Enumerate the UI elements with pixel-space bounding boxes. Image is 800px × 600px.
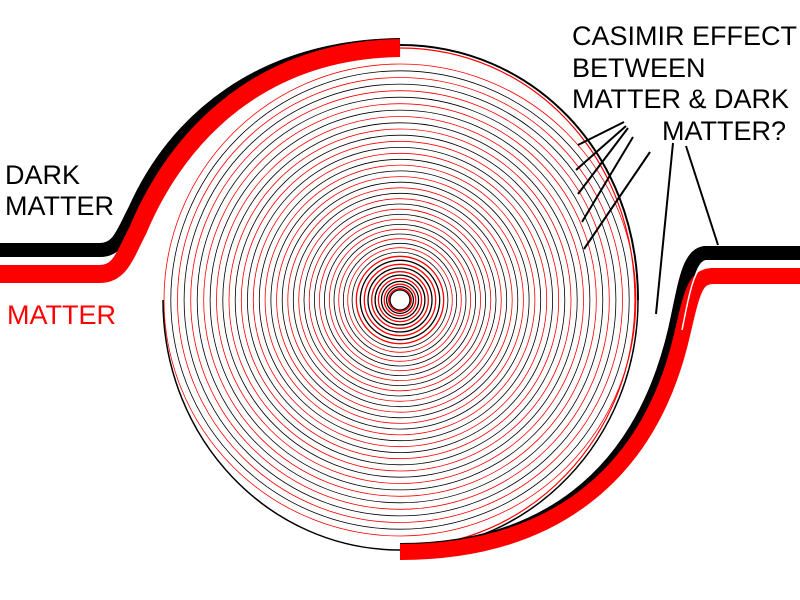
ring — [240, 140, 560, 460]
ring — [163, 63, 637, 537]
question-line4: MATTER? — [662, 116, 786, 146]
ring — [258, 158, 542, 442]
ring — [177, 77, 623, 523]
ring — [363, 263, 437, 337]
ring — [203, 103, 597, 497]
ring — [328, 228, 472, 372]
ring — [298, 198, 502, 402]
ring — [190, 90, 610, 510]
ring — [303, 203, 497, 397]
ring — [359, 259, 441, 341]
ring — [216, 116, 584, 484]
matter-band-right — [399, 268, 800, 560]
concentric-rings — [163, 63, 637, 537]
dark-matter-label-line2: MATTER — [5, 191, 114, 221]
matter-label: MATTER — [7, 300, 116, 330]
ring — [347, 247, 453, 353]
question-line2: BETWEEN — [572, 53, 706, 83]
ring — [371, 271, 429, 329]
band-gap — [681, 261, 800, 331]
ring — [170, 70, 630, 530]
ring — [388, 288, 412, 312]
ring — [292, 192, 508, 408]
ring — [234, 134, 566, 466]
ring — [313, 213, 486, 386]
ring — [380, 280, 420, 320]
ring — [287, 187, 513, 413]
ring — [264, 164, 536, 436]
question-line3: MATTER & DARK — [572, 84, 789, 114]
matter-band-left — [0, 39, 401, 283]
ring — [389, 289, 411, 311]
ring — [385, 285, 415, 315]
ring — [222, 122, 578, 478]
ring — [374, 274, 426, 326]
ring — [338, 238, 462, 362]
ring — [351, 251, 449, 349]
ring — [318, 218, 481, 381]
ring — [383, 283, 417, 317]
leader-lines — [575, 121, 719, 315]
ring — [342, 242, 458, 358]
ring — [228, 128, 572, 472]
ring — [276, 176, 524, 424]
dark-matter-label-line1: DARK — [5, 160, 80, 190]
ring — [333, 233, 467, 367]
ring — [308, 208, 492, 392]
ring — [183, 83, 617, 517]
ring — [270, 170, 530, 430]
dark-matter-band-left-thin — [399, 44, 639, 301]
ring — [252, 152, 548, 448]
ring — [246, 146, 554, 454]
question-line1: CASIMIR EFFECT — [572, 21, 797, 51]
ring — [281, 181, 519, 419]
ring — [355, 255, 445, 345]
ring — [209, 109, 591, 491]
ring — [196, 96, 604, 504]
ring — [377, 277, 423, 323]
ring — [367, 267, 433, 333]
matter-band-outer — [399, 47, 636, 301]
ring — [323, 223, 476, 376]
